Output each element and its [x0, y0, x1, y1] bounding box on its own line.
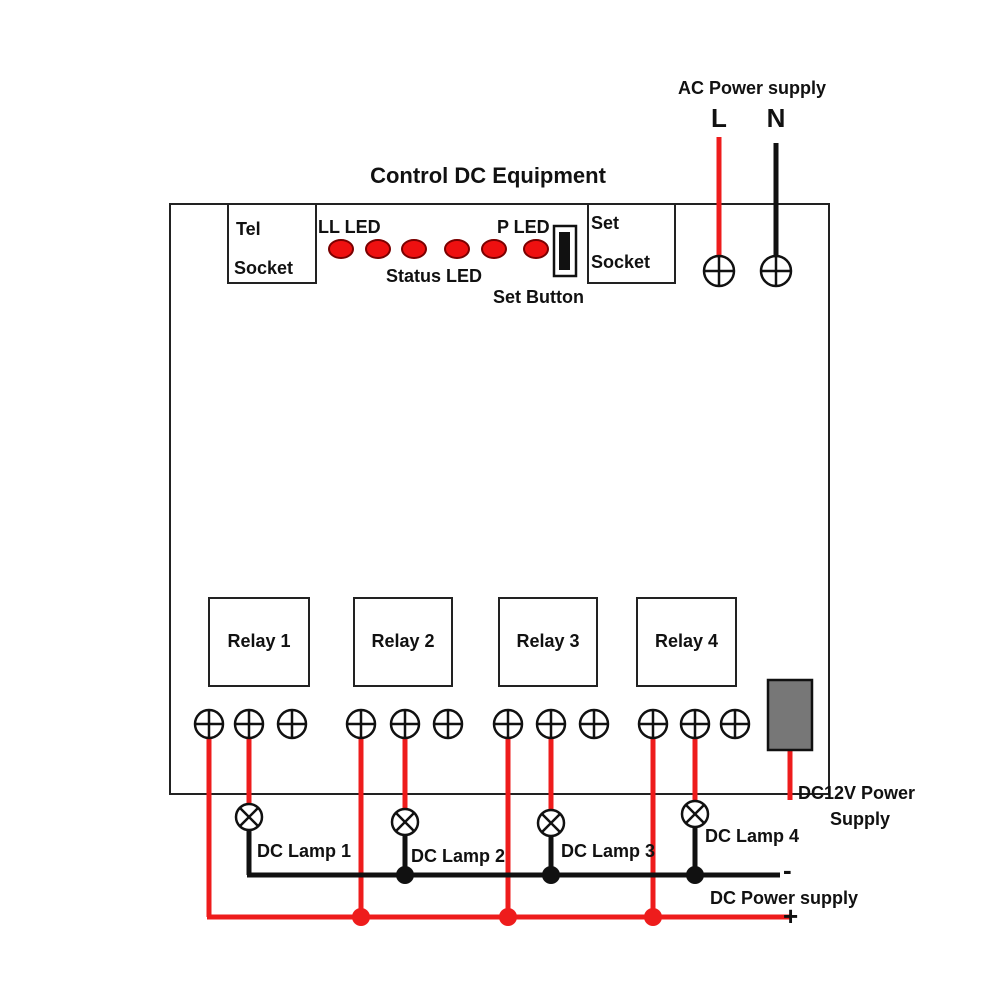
- screw-terminal-icon: [432, 708, 464, 740]
- screw-terminal-icon: [535, 708, 567, 740]
- lamp-icon: [536, 808, 566, 838]
- screw-terminal-icon: [578, 708, 610, 740]
- screw-terminal-icon: [233, 708, 265, 740]
- negative-junction: [542, 866, 560, 884]
- positive-junction: [352, 908, 370, 926]
- screw-terminal-icon: [492, 708, 524, 740]
- led-icon: [328, 239, 354, 259]
- dc12v-label-line1: DC12V Power: [798, 783, 915, 803]
- dc-supply-minus: -: [783, 855, 792, 885]
- lamp-icon: [234, 802, 264, 832]
- positive-junction: [644, 908, 662, 926]
- dc-lamp-label: DC Lamp 2: [411, 846, 505, 866]
- negative-junction: [396, 866, 414, 884]
- lamp-icon: [390, 807, 420, 837]
- p-led-label: P LED: [497, 217, 550, 237]
- led-icon: [444, 239, 470, 259]
- screw-terminal-icon: [389, 708, 421, 740]
- ac-neutral-label: N: [767, 103, 786, 133]
- relay-label: Relay 4: [655, 631, 718, 651]
- screw-terminal-icon: [193, 708, 225, 740]
- screw-terminal-icon: [719, 708, 751, 740]
- tel-socket-label-line1: Tel: [236, 219, 261, 239]
- led-icon: [481, 239, 507, 259]
- dc-supply-plus: +: [783, 901, 798, 931]
- set-socket-label-line1: Set: [591, 213, 619, 233]
- diagram-title: Control DC Equipment: [370, 163, 607, 188]
- set-socket: Set Socket: [587, 203, 676, 284]
- screw-terminal-icon: [276, 708, 308, 740]
- push-button-icon: [559, 232, 570, 270]
- controller-board: [169, 203, 830, 795]
- ac-live-label: L: [711, 103, 727, 133]
- dc12v-power-module: [766, 678, 814, 752]
- status-leds: [328, 239, 549, 259]
- led-icon: [401, 239, 427, 259]
- dc-lamp-label: DC Lamp 1: [257, 841, 351, 861]
- screw-terminal-icon: [679, 708, 711, 740]
- screw-terminal-icon: [345, 708, 377, 740]
- screw-terminal-icon: [637, 708, 669, 740]
- relay-boxes: Relay 1 Relay 2 Relay 3 Relay 4: [208, 597, 737, 687]
- set-button-label: Set Button: [493, 287, 584, 307]
- relay-2: Relay 2: [353, 597, 453, 687]
- dc-supply-label: DC Power supply: [710, 888, 858, 908]
- tel-socket-label-line2: Socket: [234, 258, 293, 278]
- dc12v-label-line2: Supply: [830, 809, 890, 829]
- screw-terminals: [193, 254, 793, 740]
- relay-label: Relay 1: [227, 631, 290, 651]
- set-button[interactable]: [552, 224, 578, 278]
- wiring: [206, 724, 793, 926]
- relay-3: Relay 3: [498, 597, 598, 687]
- led-icon: [523, 239, 549, 259]
- relay-label: Relay 2: [371, 631, 434, 651]
- dc-lamp-label: DC Lamp 4: [705, 826, 799, 846]
- relay-4: Relay 4: [636, 597, 737, 687]
- led-icon: [365, 239, 391, 259]
- relay-1: Relay 1: [208, 597, 310, 687]
- dc-lamps: [234, 799, 710, 838]
- screw-terminal-icon: [759, 254, 793, 288]
- positive-junction: [499, 908, 517, 926]
- negative-junction: [686, 866, 704, 884]
- lamp-labels: DC Lamp 1 DC Lamp 2 DC Lamp 3 DC Lamp 4: [257, 826, 799, 866]
- screw-terminal-icon: [702, 254, 736, 288]
- set-socket-label-line2: Socket: [591, 252, 650, 272]
- relay-label: Relay 3: [516, 631, 579, 651]
- status-led-label: Status LED: [386, 266, 482, 286]
- ac-power-label: AC Power supply: [678, 78, 826, 98]
- lamp-icon: [680, 799, 710, 829]
- tel-socket: Tel Socket: [227, 203, 317, 284]
- ll-led-label: LL LED: [318, 217, 381, 237]
- dc-lamp-label: DC Lamp 3: [561, 841, 655, 861]
